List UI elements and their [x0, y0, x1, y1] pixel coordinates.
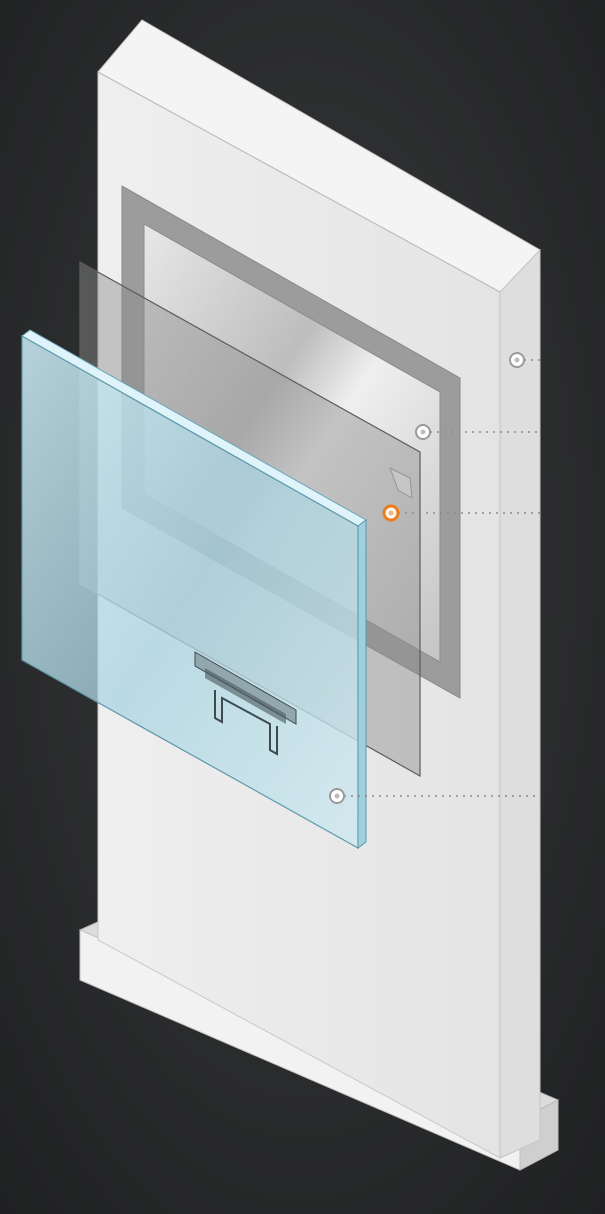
glass-bracket: [214, 690, 278, 756]
callout-markers: [329, 352, 525, 804]
callout-leaders: [344, 359, 540, 797]
glass-cover: [21, 329, 367, 850]
peel-corner: [389, 466, 413, 499]
